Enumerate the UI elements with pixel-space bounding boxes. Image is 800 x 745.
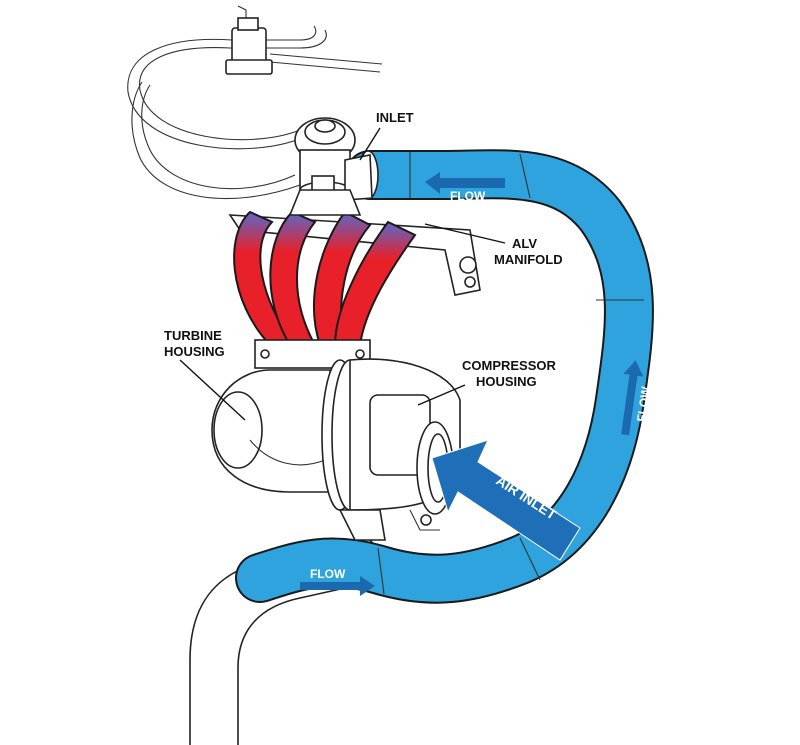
label-inlet: INLET [376,110,414,125]
label-compressor-line1: COMPRESSOR [462,358,557,373]
flow-arrow-top: FLOW [425,172,505,203]
label-compressor-line2: HOUSING [476,374,537,389]
alv-valve [288,117,373,216]
vacuum-hoses [127,5,383,200]
exhaust-manifold [228,210,481,369]
label-turbine-line1: TURBINE [164,328,222,343]
solenoid-cap [237,17,259,31]
label-manifold: MANIFOLD [494,252,563,267]
label-alv: ALV [512,236,537,251]
turbocharger [211,358,461,541]
charge-pipe [235,149,654,604]
leader-lines [179,127,506,421]
flow-label-top: FLOW [450,189,486,203]
flow-arrow-bottom: FLOW [300,567,375,596]
flow-arrow-right: FLOW [621,360,653,436]
flow-label-right: FLOW [634,385,653,423]
flow-label-bottom: FLOW [310,567,346,581]
label-turbine-line2: HOUSING [164,344,225,359]
